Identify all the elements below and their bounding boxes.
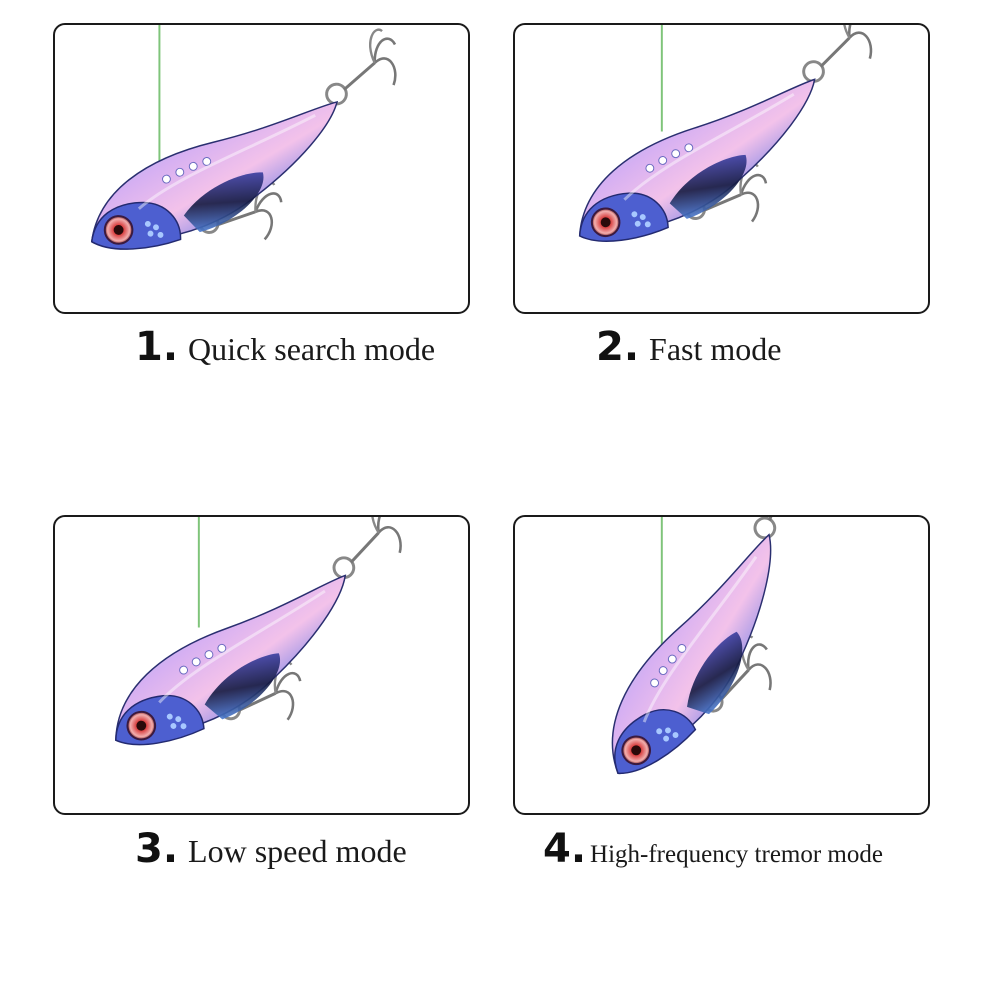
caption-label: Low speed mode: [188, 833, 407, 869]
lure-panel-3: [53, 515, 470, 815]
caption-1: 1. Quick search mode: [135, 324, 435, 370]
lure-image: [55, 25, 468, 312]
caption-4: 4. High-frequency tremor mode: [543, 826, 883, 872]
lure-image: [55, 517, 468, 813]
caption-number: 1.: [135, 324, 179, 370]
caption-number: 2.: [596, 324, 640, 370]
caption-label: Fast mode: [649, 331, 782, 367]
caption-2: 2. Fast mode: [596, 324, 781, 370]
caption-3: 3. Low speed mode: [135, 826, 407, 872]
caption-label: Quick search mode: [188, 331, 436, 367]
caption-number: 4.: [543, 826, 587, 872]
lure-image: [515, 517, 928, 813]
caption-number: 3.: [135, 826, 179, 872]
lure-panel-1: [53, 23, 470, 314]
lure-panel-2: [513, 23, 930, 314]
lure-panel-4: [513, 515, 930, 815]
lure-image: [515, 25, 928, 312]
caption-label: High-frequency tremor mode: [590, 841, 883, 868]
